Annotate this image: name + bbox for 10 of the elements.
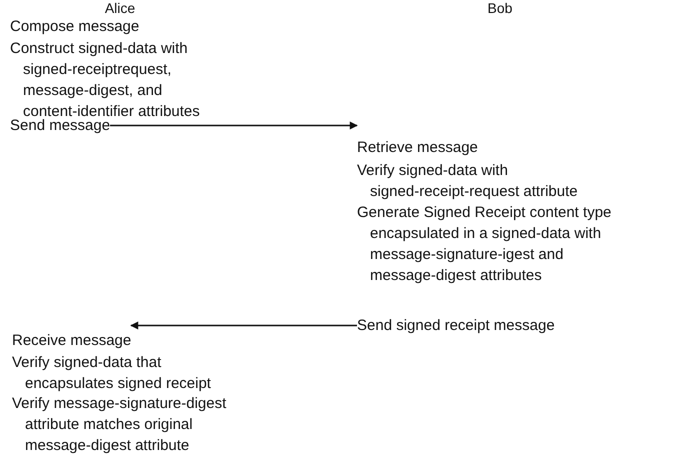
step-text: Send signed receipt message [357, 316, 555, 336]
step-text: Receive message [12, 331, 132, 351]
step-text: Retrieve message [357, 138, 478, 158]
column-heading: Alice [104, 0, 136, 16]
arrow [130, 322, 357, 330]
step-text: Compose message [10, 17, 140, 37]
column-heading: Bob [488, 0, 512, 16]
step-text: Verify message-signature-digest attribute matches original message-digest attribute [12, 394, 228, 456]
step-text: Generate Signed Receipt content type encapsulated in a signed-data with message-signature-igest and message-digest attributes [357, 203, 612, 286]
arrow [110, 122, 358, 130]
